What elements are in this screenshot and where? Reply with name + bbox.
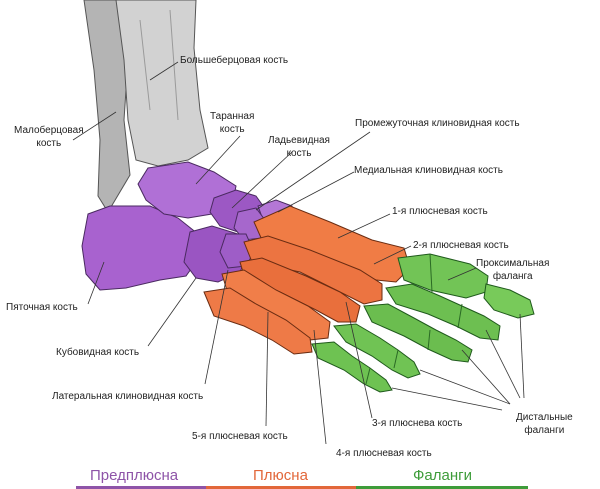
- label-medial-cuneiform: Медиальная клиновидная кость: [354, 165, 503, 176]
- label-tibia: Большеберцовая кость: [180, 55, 289, 66]
- label-fibula: Малоберцовая кость: [14, 125, 84, 149]
- legend-bar-phalanges: [356, 486, 528, 489]
- label-navicular: Ладьевидная кость: [268, 135, 330, 159]
- phalanx-bones: [311, 253, 535, 393]
- toe-4-phalanges: [333, 323, 421, 379]
- label-distal-phalanx: Дистальные фаланги: [516, 412, 573, 436]
- label-calcaneus: Пяточная кость: [6, 302, 78, 313]
- label-cuboid: Кубовидная кость: [56, 347, 140, 358]
- label-metatarsal-4: 4-я плюсневая кость: [336, 448, 432, 459]
- legend-bar-tarsus: [76, 486, 206, 489]
- great-toe-distal-phalanx: [483, 283, 535, 319]
- calcaneus-bone: [81, 205, 199, 291]
- legend-metatarsus: Плюсна: [253, 467, 308, 484]
- label-metatarsal-5: 5-я плюсневая кость: [192, 431, 288, 442]
- legend-bars: [76, 486, 528, 489]
- metatarsal-bones: [203, 205, 411, 355]
- toe-3-phalanges: [363, 303, 473, 363]
- leg-bones: [83, 0, 209, 213]
- label-metatarsal-1: 1-я плюсневая кость: [392, 206, 488, 217]
- legend-tarsus: Предплюсна: [90, 467, 179, 484]
- label-metatarsal-2: 2-я плюсневая кость: [413, 240, 509, 251]
- legend-phalanges: Фаланги: [413, 467, 472, 484]
- toe-2-phalanges: [385, 283, 501, 341]
- tibia-bone: [115, 0, 209, 167]
- metatarsal-5-bone: [203, 287, 313, 355]
- label-lateral-cuneiform: Латеральная клиновидная кость: [52, 391, 204, 402]
- tarsal-bones: [81, 161, 297, 291]
- leader-lines: [72, 61, 525, 445]
- label-talus: Таранная кость: [210, 111, 255, 135]
- toe-5-phalanges: [311, 341, 393, 393]
- label-intermediate-cuneiform: Промежуточная клиновидная кость: [355, 118, 520, 129]
- legend-bar-metatarsus: [206, 486, 356, 489]
- label-proximal-phalanx: Проксимальная фаланга: [476, 258, 550, 282]
- label-metatarsal-3: 3-я плюснева кость: [372, 418, 463, 429]
